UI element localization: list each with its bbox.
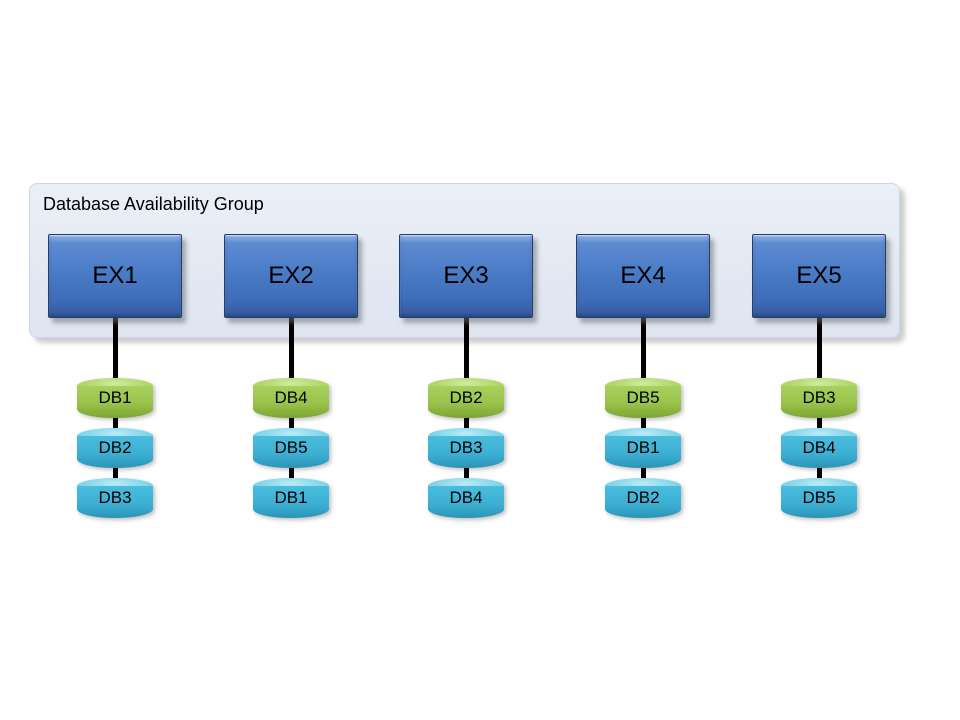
- cylinder-body: [77, 436, 153, 468]
- database-cylinder: DB4: [253, 378, 329, 418]
- database-label: DB4: [802, 438, 836, 457]
- database-cylinder: DB3: [428, 428, 504, 468]
- database-cylinder: DB3: [77, 478, 153, 518]
- server-column-ex4: EX4 DB5 DB1 DB2: [576, 234, 710, 524]
- database-cylinder: DB1: [253, 478, 329, 518]
- cylinder-body: [253, 386, 329, 418]
- cylinder-body: [781, 486, 857, 518]
- cylinder-body: [77, 386, 153, 418]
- cylinder-body: [77, 486, 153, 518]
- server-node: EX5: [752, 234, 886, 318]
- cylinder-body: [428, 486, 504, 518]
- server-node: EX2: [224, 234, 358, 318]
- database-label: DB2: [98, 438, 132, 457]
- database-cylinder: DB3: [781, 378, 857, 418]
- database-label: DB4: [274, 388, 308, 407]
- database-label: DB5: [274, 438, 308, 457]
- cylinder-body: [781, 436, 857, 468]
- database-label: DB1: [626, 438, 660, 457]
- server-column-ex3: EX3 DB2 DB3 DB4: [399, 234, 533, 524]
- database-cylinder: DB5: [781, 478, 857, 518]
- database-label: DB1: [98, 388, 132, 407]
- database-cylinder: DB5: [253, 428, 329, 468]
- server-label: EX3: [443, 262, 489, 289]
- database-label: DB5: [802, 488, 836, 507]
- cylinder-body: [428, 436, 504, 468]
- cylinder-body: [605, 436, 681, 468]
- server-column-ex1: EX1 DB1 DB2 DB3: [48, 234, 182, 524]
- database-cylinder: DB2: [77, 428, 153, 468]
- database-cylinder: DB1: [605, 428, 681, 468]
- database-cylinder: DB4: [781, 428, 857, 468]
- server-column-ex5: EX5 DB3 DB4 DB5: [752, 234, 886, 524]
- server-node: EX4: [576, 234, 710, 318]
- cylinder-body: [605, 486, 681, 518]
- server-label: EX4: [620, 262, 666, 289]
- database-label: DB3: [802, 388, 836, 407]
- database-label: DB3: [449, 438, 483, 457]
- database-label: DB3: [98, 488, 132, 507]
- cylinder-body: [781, 386, 857, 418]
- database-cylinder: DB2: [605, 478, 681, 518]
- cylinder-body: [253, 486, 329, 518]
- database-cylinder: DB1: [77, 378, 153, 418]
- database-cylinder: DB4: [428, 478, 504, 518]
- database-label: DB4: [449, 488, 483, 507]
- server-label: EX5: [796, 262, 842, 289]
- database-cylinder: DB5: [605, 378, 681, 418]
- cylinder-body: [253, 436, 329, 468]
- database-label: DB5: [626, 388, 660, 407]
- database-label: DB1: [274, 488, 308, 507]
- server-node: EX3: [399, 234, 533, 318]
- cylinder-body: [428, 386, 504, 418]
- database-label: DB2: [449, 388, 483, 407]
- cylinder-body: [605, 386, 681, 418]
- server-label: EX2: [268, 262, 314, 289]
- database-label: DB2: [626, 488, 660, 507]
- server-node: EX1: [48, 234, 182, 318]
- dag-title: Database Availability Group: [43, 194, 264, 214]
- server-label: EX1: [92, 262, 138, 289]
- database-cylinder: DB2: [428, 378, 504, 418]
- server-column-ex2: EX2 DB4 DB5 DB1: [224, 234, 358, 524]
